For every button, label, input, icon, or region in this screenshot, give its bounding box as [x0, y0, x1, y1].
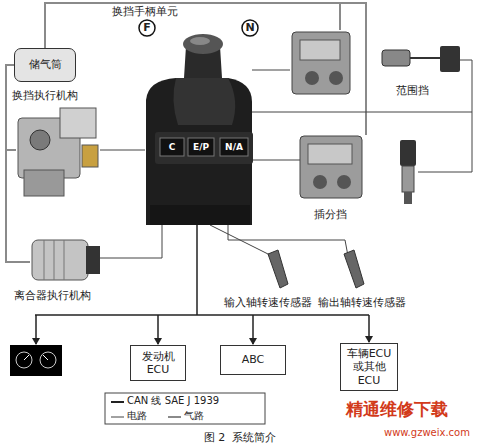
node-text: ABC: [242, 353, 265, 366]
speed-sensor: [268, 250, 364, 288]
node-text: 储气筒: [29, 58, 62, 71]
electric-wire: [100, 60, 472, 258]
part-label: 输出轴转速传感器: [318, 296, 406, 309]
clutch-actuator: [32, 240, 100, 280]
watermark: 精通维修下载: [346, 399, 448, 419]
abc-box: ABC: [220, 345, 286, 375]
air-reservoir-box: 储气筒: [14, 48, 76, 82]
node-text: F: [143, 21, 151, 34]
legend-text: CAN 线 SAE J 1939: [127, 395, 219, 407]
shift-lever-unit: [146, 34, 253, 225]
legend-text: 电路: [127, 410, 147, 422]
part-label: 输入轴转速传感器: [224, 296, 312, 309]
forward-circle: F: [138, 19, 156, 37]
range-sensor: [382, 46, 460, 72]
watermark-url: www.gzweix.com: [384, 427, 470, 439]
button-label: C: [169, 142, 176, 153]
splitter-sensor: [400, 140, 416, 204]
figure-caption: 图 2 系统简介: [204, 431, 277, 444]
legend-text: 气路: [184, 410, 204, 422]
legend-sample-can: [111, 401, 124, 403]
button-label: N/A: [225, 142, 243, 153]
vehicle-ecu-box: 车辆ECU 或其他ECU: [340, 343, 398, 391]
legend-sample-air: [168, 416, 181, 418]
part-label: 插分挡: [314, 208, 347, 221]
engine-ecu-box: 发动机 ECU: [130, 345, 186, 381]
air-line: [6, 3, 366, 262]
shift-actuator: [18, 108, 98, 196]
part-label: 范围挡: [396, 84, 429, 97]
node-text: 车辆ECU 或其他ECU: [344, 347, 394, 387]
node-text: 发动机 ECU: [134, 350, 182, 376]
neutral-circle: N: [241, 19, 259, 37]
instrument-panel: [10, 345, 62, 376]
range-valve: [292, 32, 350, 94]
legend-box: [105, 393, 265, 424]
legend-sample-wire: [111, 417, 124, 418]
splitter-valve: [300, 136, 362, 198]
unit-label: 换挡手柄单元: [112, 5, 178, 18]
part-label: 离合器执行机构: [14, 289, 91, 302]
button-label: E/P: [193, 142, 209, 153]
part-label: 换挡执行机构: [12, 89, 78, 102]
node-text: N: [245, 21, 254, 34]
